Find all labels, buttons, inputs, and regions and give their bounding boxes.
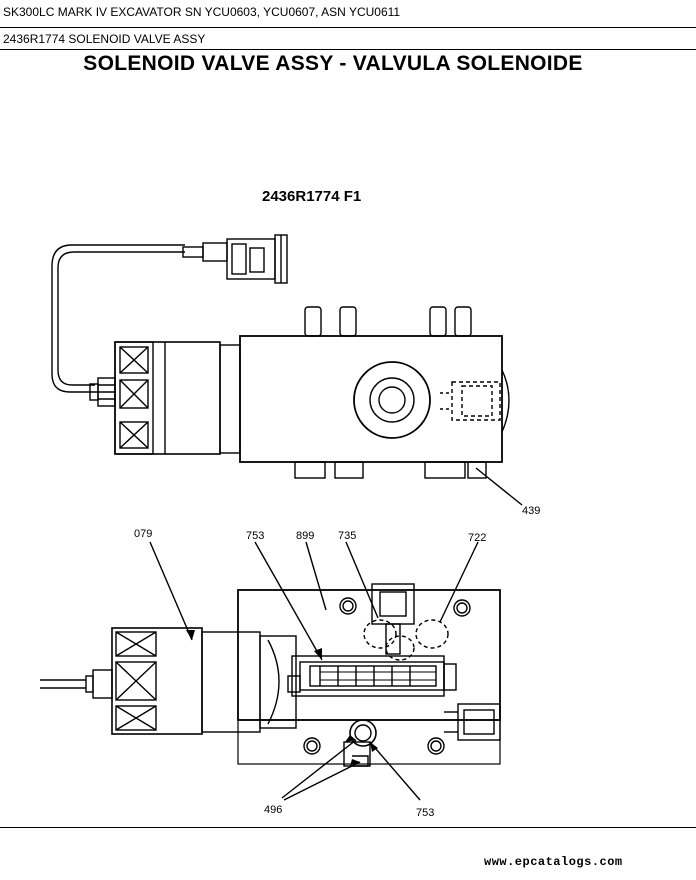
leader-079 (149, 541, 193, 641)
callout-899: 899 (296, 530, 314, 542)
page-title: SOLENOID VALVE ASSY - VALVULA SOLENOIDE (83, 52, 583, 75)
harness-cable (51, 242, 228, 393)
header-divider-top (0, 27, 696, 28)
header-part-line: 2436R1774 SOLENOID VALVE ASSY (3, 32, 206, 46)
connector-plug (226, 234, 288, 284)
arrow-496-a (345, 735, 356, 742)
arrow-753-bottom (370, 742, 378, 752)
leader-496-a (281, 739, 357, 799)
header-model-line: SK300LC MARK IV EXCAVATOR SN YCU0603, YC… (3, 5, 401, 19)
callout-753-top: 753 (246, 530, 264, 542)
valve-body-top (239, 306, 510, 479)
arrow-496-b (350, 759, 360, 766)
footer-divider (0, 827, 696, 828)
leader-496-b (283, 761, 361, 801)
leader-899 (305, 541, 327, 611)
leader-753-bottom (369, 741, 421, 801)
arrow-079 (186, 630, 195, 640)
arrow-753-top (314, 648, 322, 660)
solenoid-coil-section (40, 627, 297, 735)
leader-753-top (254, 541, 323, 661)
footer-watermark: www.epcatalogs.com (484, 855, 623, 869)
leader-439 (475, 467, 523, 506)
callout-735: 735 (338, 530, 356, 542)
figure-id: 2436R1774 F1 (262, 188, 362, 205)
leader-735 (345, 541, 379, 619)
solenoid-coil-top (89, 341, 241, 455)
callout-496: 496 (264, 804, 282, 816)
valve-body-section (237, 583, 501, 767)
callout-439: 439 (522, 505, 540, 517)
leader-722 (439, 541, 479, 623)
header-divider-bottom (0, 49, 696, 50)
callout-722: 722 (468, 532, 486, 544)
callout-079: 079 (134, 528, 152, 540)
callout-753-bottom: 753 (416, 807, 434, 819)
